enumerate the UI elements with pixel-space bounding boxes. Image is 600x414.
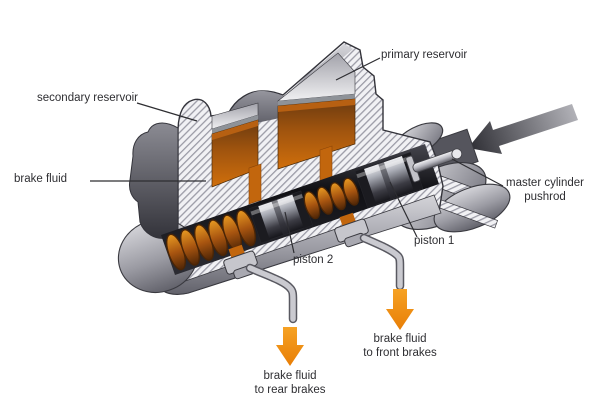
piston-2-graphic <box>248 190 314 244</box>
body-rear-lobe <box>433 183 511 233</box>
secondary-feed-channel <box>248 163 262 205</box>
secondary-reservoir-cavity <box>211 102 259 188</box>
piston-1-label: piston 1 <box>414 235 455 247</box>
primary-reservoir-label: primary reservoir <box>381 49 468 61</box>
reservoir-outer-shell <box>228 44 353 123</box>
flow-arrow-front-brakes-icon <box>386 289 414 330</box>
flow-arrow-rear-brakes-icon <box>276 327 304 366</box>
return-spring-2 <box>165 209 257 271</box>
leader-primary-reservoir <box>335 57 381 81</box>
piston-1-graphic <box>354 151 424 209</box>
primary-reservoir-cavity <box>277 52 356 170</box>
brake-line-front <box>359 233 405 291</box>
brake-fluid-rear-label: brake fluid to rear brakes <box>254 370 326 396</box>
leader-piston-2 <box>284 211 295 254</box>
leader-piston-1 <box>389 181 418 238</box>
brake-line-rear <box>245 263 298 324</box>
secondary-reservoir-label: secondary reservoir <box>37 92 138 104</box>
leader-pushrod <box>451 158 504 187</box>
leader-secondary-reservoir <box>136 102 198 122</box>
pushrod-force-arrow-icon <box>468 104 578 154</box>
pushrod-graphic <box>405 148 463 183</box>
pushrod-label: master cylinder pushrod <box>506 177 584 203</box>
return-spring-1 <box>303 177 360 220</box>
brake-fluid-front-label: brake fluid to front brakes <box>363 333 437 359</box>
leader-lines <box>90 57 504 254</box>
piston-2-label: piston 2 <box>293 254 334 266</box>
brake-fluid-label: brake fluid <box>14 173 68 185</box>
outlet-fitting-front <box>334 212 369 248</box>
